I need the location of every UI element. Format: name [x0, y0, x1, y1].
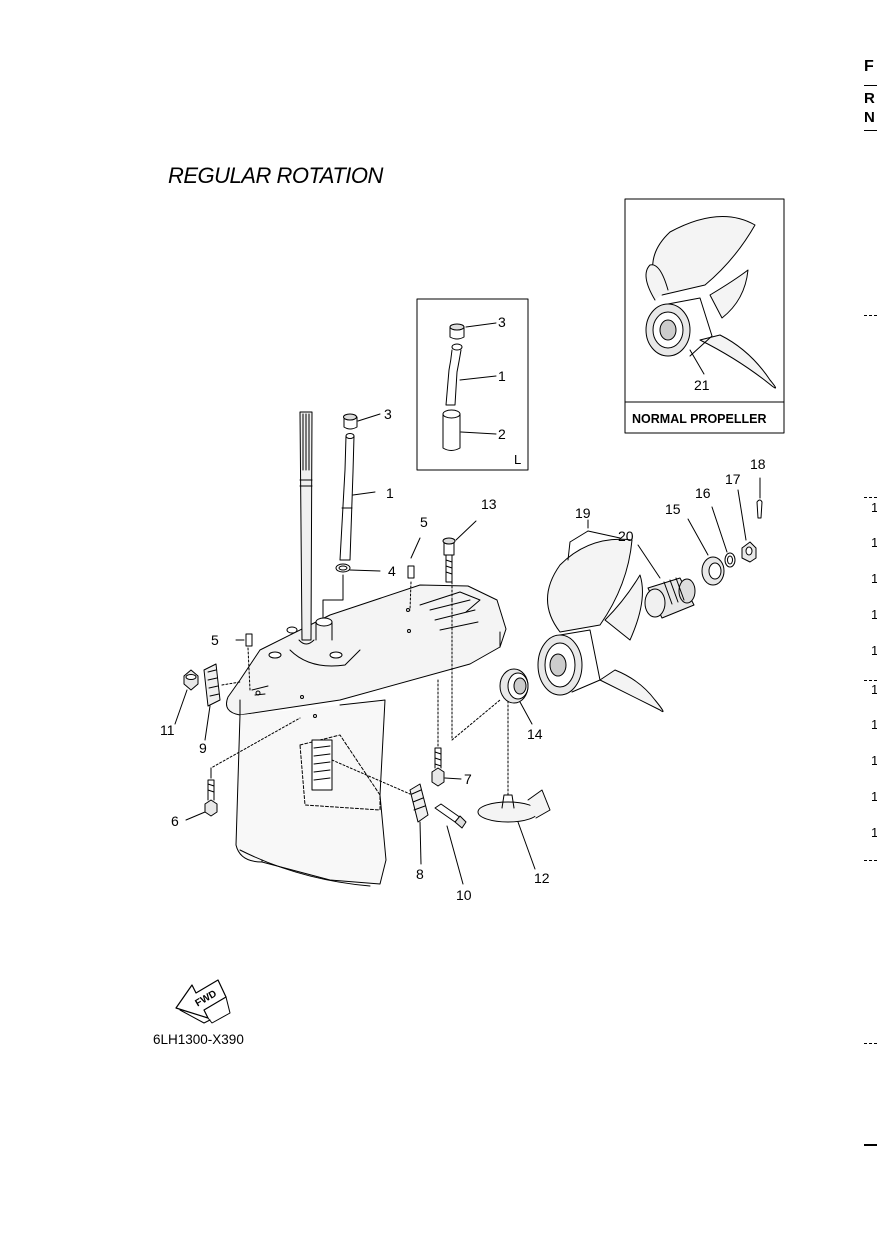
bolt-7 [431, 679, 462, 787]
edge-dash [864, 860, 877, 861]
callout-8: 8 [416, 866, 424, 882]
propeller-19 [537, 519, 664, 713]
edge-letter-f: F [864, 58, 874, 75]
edge-dash [864, 680, 877, 681]
anode-8-screw-10 [331, 759, 467, 885]
edge-dash [864, 497, 877, 498]
fwd-arrow-icon: FWD [175, 979, 231, 1024]
edge-rule [864, 130, 877, 131]
normal-propeller-box [624, 198, 785, 434]
edge-letter-n: N [864, 109, 875, 126]
callout-5-upper: 5 [420, 514, 428, 530]
edge-rule [864, 85, 877, 86]
edge-number: 1 [871, 717, 877, 732]
inset-l-label: L [514, 452, 521, 467]
callout-18: 18 [750, 456, 766, 472]
thrust-washer-14 [499, 668, 533, 725]
callout-7: 7 [464, 771, 472, 787]
washer-nut-pin [687, 477, 763, 586]
callout-10: 10 [456, 887, 472, 903]
edge-dash [864, 1043, 877, 1044]
callout-6: 6 [171, 813, 179, 829]
drive-shaft [298, 411, 315, 645]
inset-callout-2: 2 [498, 426, 506, 442]
edge-rule [864, 1144, 877, 1146]
callout-20: 20 [618, 528, 634, 544]
edge-number: 1 [871, 682, 877, 697]
diagram-title: REGULAR ROTATION [168, 163, 383, 188]
callout-19: 19 [575, 505, 591, 521]
callout-14: 14 [527, 726, 543, 742]
callout-16: 16 [695, 485, 711, 501]
callout-17: 17 [725, 471, 741, 487]
callout-3: 3 [384, 406, 392, 422]
bolt-13-and-dowels [235, 520, 501, 741]
inset-callout-3: 3 [498, 314, 506, 330]
lower-unit-housing [226, 584, 507, 887]
spacer-20 [637, 544, 696, 619]
trim-tab-12 [477, 679, 551, 870]
callout-13: 13 [481, 496, 497, 512]
propeller-caption: NORMAL PROPELLER [632, 412, 767, 426]
edge-number: 1 [871, 571, 877, 586]
edge-number: 1 [871, 753, 877, 768]
callout-12: 12 [534, 870, 550, 886]
callout-21: 21 [694, 377, 710, 393]
edge-number: 1 [871, 825, 877, 840]
edge-number: 1 [871, 643, 877, 658]
inset-callout-1: 1 [498, 368, 506, 384]
callout-4: 4 [388, 563, 396, 579]
edge-dash [864, 315, 877, 316]
edge-number: 1 [871, 500, 877, 515]
callout-15: 15 [665, 501, 681, 517]
inset-box-l [416, 298, 529, 471]
anode-9-nut-11 [174, 663, 241, 741]
water-tube-assembly [322, 413, 381, 619]
bolt-6 [185, 717, 301, 821]
callout-labels: 3 1 2 L 21 NORMAL PROPELLER 3 1 4 5 13 5… [160, 314, 767, 903]
callout-1: 1 [386, 485, 394, 501]
edge-letter-r: R [864, 90, 875, 107]
edge-number: 1 [871, 789, 877, 804]
callout-9: 9 [199, 740, 207, 756]
edge-number: 1 [871, 535, 877, 550]
edge-number: 1 [871, 607, 877, 622]
callout-5-left: 5 [211, 632, 219, 648]
callout-11: 11 [160, 722, 175, 738]
part-code: 6LH1300-X390 [153, 1032, 244, 1047]
